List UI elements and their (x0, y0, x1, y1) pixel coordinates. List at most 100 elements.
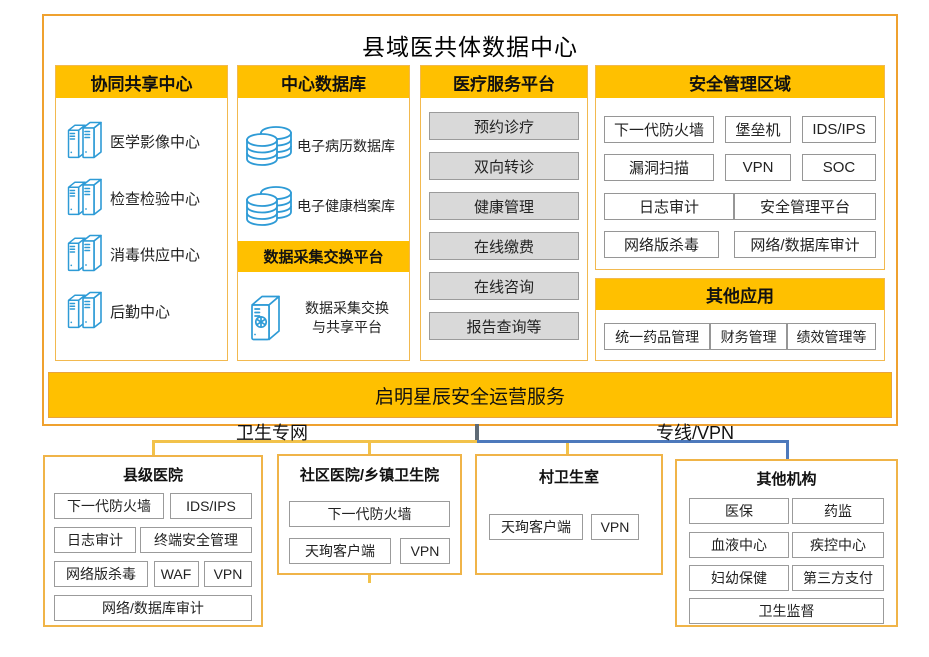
org-item: VPN (400, 538, 450, 564)
panel-header-other-apps: 其他应用 (596, 279, 884, 310)
service-item: 在线咨询 (429, 272, 579, 300)
org-item: 日志审计 (54, 527, 136, 553)
security-row: 漏洞扫描 VPN SOC (604, 154, 876, 181)
servers-icon (67, 234, 102, 272)
security-item: IDS/IPS (802, 116, 876, 143)
service-item: 双向转诊 (429, 152, 579, 180)
collab-item: 检查检验中心 (63, 169, 225, 227)
security-item: 网络版杀毒 (604, 231, 719, 258)
collab-item: 医学影像中心 (63, 112, 225, 170)
connector-health-network-line (152, 440, 568, 443)
connector-drop-village (566, 443, 569, 454)
org-item: 天珣客户端 (489, 514, 583, 540)
org-item: 下一代防火墙 (289, 501, 450, 527)
org-box-other-orgs: 其他机构 医保 药监 血液中心 疾控中心 妇幼保健 第三方支付 卫生监督 (675, 459, 898, 627)
org-item: 卫生监督 (689, 598, 884, 624)
org-item: 药监 (792, 498, 884, 524)
item-label: 医学影像中心 (110, 133, 201, 151)
database-icon (246, 126, 292, 166)
item-label: 消毒供应中心 (110, 246, 201, 264)
org-box-community-hospital: 社区医院/乡镇卫生院 下一代防火墙 天珣客户端 VPN (277, 454, 462, 575)
servers-icon (67, 121, 102, 159)
org-title: 村卫生室 (538, 469, 599, 486)
db-item: 电子病历数据库 (245, 117, 407, 175)
panel-collab-center: 协同共享中心 医学影像中心 检查检验中心 消毒供应中心 后勤中心 (55, 65, 228, 361)
org-title: 其他机构 (756, 471, 817, 488)
org-row: 网络/数据库审计 (54, 595, 252, 621)
org-row: 天珣客户端 VPN (489, 514, 639, 540)
collab-item: 消毒供应中心 (63, 225, 225, 283)
security-item: VPN (725, 154, 791, 181)
org-item: 疾控中心 (792, 532, 884, 558)
item-label: 电子病历数据库 (297, 138, 395, 154)
org-item: 终端安全管理 (140, 527, 252, 553)
security-item: 网络/数据库审计 (734, 231, 876, 258)
page-title: 县域医共体数据中心 (362, 34, 578, 60)
org-title: 社区医院/乡镇卫生院 (299, 467, 440, 484)
security-row: 网络版杀毒 网络/数据库审计 (604, 231, 876, 258)
exchange-item: 数据采集交换 与共享平台 (245, 286, 407, 350)
panel-header-services: 医疗服务平台 (421, 66, 587, 98)
org-item: IDS/IPS (170, 493, 252, 519)
org-row: 网络版杀毒 WAF VPN (54, 561, 252, 587)
org-box-county-hospital: 县级医院 下一代防火墙 IDS/IPS 日志审计 终端安全管理 网络版杀毒 WA… (43, 455, 263, 627)
service-item: 报告查询等 (429, 312, 579, 340)
item-label-line2: 与共享平台 (312, 319, 382, 335)
org-row: 妇幼保健 第三方支付 (689, 565, 884, 591)
connector-stub-community-bottom (368, 574, 371, 583)
servers-icon (67, 178, 102, 216)
link-label-leased-vpn: 专线/VPN (656, 423, 735, 443)
data-center-box: 县域医共体数据中心 协同共享中心 医学影像中心 检查检验中心 消毒供应中心 后勤… (42, 14, 898, 426)
exchange-server-icon (251, 295, 280, 341)
item-label: 检查检验中心 (110, 190, 201, 208)
app-item: 统一药品管理 (604, 323, 711, 350)
link-label-health-network: 卫生专网 (236, 423, 308, 443)
org-box-village-clinic: 村卫生室 天珣客户端 VPN (475, 454, 663, 575)
security-item: 漏洞扫描 (604, 154, 714, 181)
app-item: 财务管理 (710, 323, 787, 350)
exchange-platform-header: 数据采集交换平台 (238, 241, 409, 272)
panel-header-collab: 协同共享中心 (56, 66, 227, 98)
org-item: 网络/数据库审计 (54, 595, 252, 621)
security-ops-bar: 启明星辰安全运营服务 (48, 372, 892, 418)
database-icon (246, 186, 292, 226)
servers-icon (67, 291, 102, 329)
org-item: 血液中心 (689, 532, 789, 558)
connector-vpn-line (477, 440, 789, 443)
connector-stub-center (475, 424, 479, 441)
org-item: 网络版杀毒 (54, 561, 148, 587)
org-title: 县级医院 (122, 467, 183, 484)
org-row: 卫生监督 (689, 598, 884, 624)
security-item: 堡垒机 (725, 116, 791, 143)
org-item: VPN (591, 514, 639, 540)
collab-item: 后勤中心 (63, 282, 225, 340)
item-label: 电子健康档案库 (297, 198, 395, 214)
item-label-line1: 数据采集交换 (305, 300, 389, 317)
app-item: 绩效管理等 (786, 323, 877, 350)
org-row: 医保 药监 (689, 498, 884, 524)
panel-medical-services: 医疗服务平台 预约诊疗 双向转诊 健康管理 在线缴费 在线咨询 报告查询等 (420, 65, 588, 361)
item-label: 数据采集交换 与共享平台 (287, 299, 407, 337)
connector-drop-county (152, 443, 155, 455)
security-item: 下一代防火墙 (604, 116, 714, 143)
org-item: WAF (153, 561, 199, 587)
org-item: VPN (204, 561, 252, 587)
org-row: 下一代防火墙 IDS/IPS (54, 493, 252, 519)
security-row: 日志审计 安全管理平台 (604, 193, 876, 220)
org-row: 血液中心 疾控中心 (689, 532, 884, 558)
org-item: 医保 (689, 498, 789, 524)
panel-central-db: 中心数据库 电子病历数据库 电子健康档案库 数据采集交换平台 数据采集交换 与共… (237, 65, 410, 361)
security-item: 日志审计 (604, 193, 734, 220)
connector-drop-community (368, 443, 371, 454)
security-item: 安全管理平台 (734, 193, 876, 220)
panel-header-security: 安全管理区域 (596, 66, 884, 98)
org-item: 天珣客户端 (289, 538, 391, 564)
security-row: 下一代防火墙 堡垒机 IDS/IPS (604, 116, 876, 143)
apps-row: 统一药品管理 财务管理 绩效管理等 (604, 323, 877, 350)
service-item: 健康管理 (429, 192, 579, 220)
service-item: 预约诊疗 (429, 112, 579, 140)
service-item: 在线缴费 (429, 232, 579, 260)
org-row: 天珣客户端 VPN (289, 538, 450, 564)
org-row: 下一代防火墙 (289, 501, 450, 527)
